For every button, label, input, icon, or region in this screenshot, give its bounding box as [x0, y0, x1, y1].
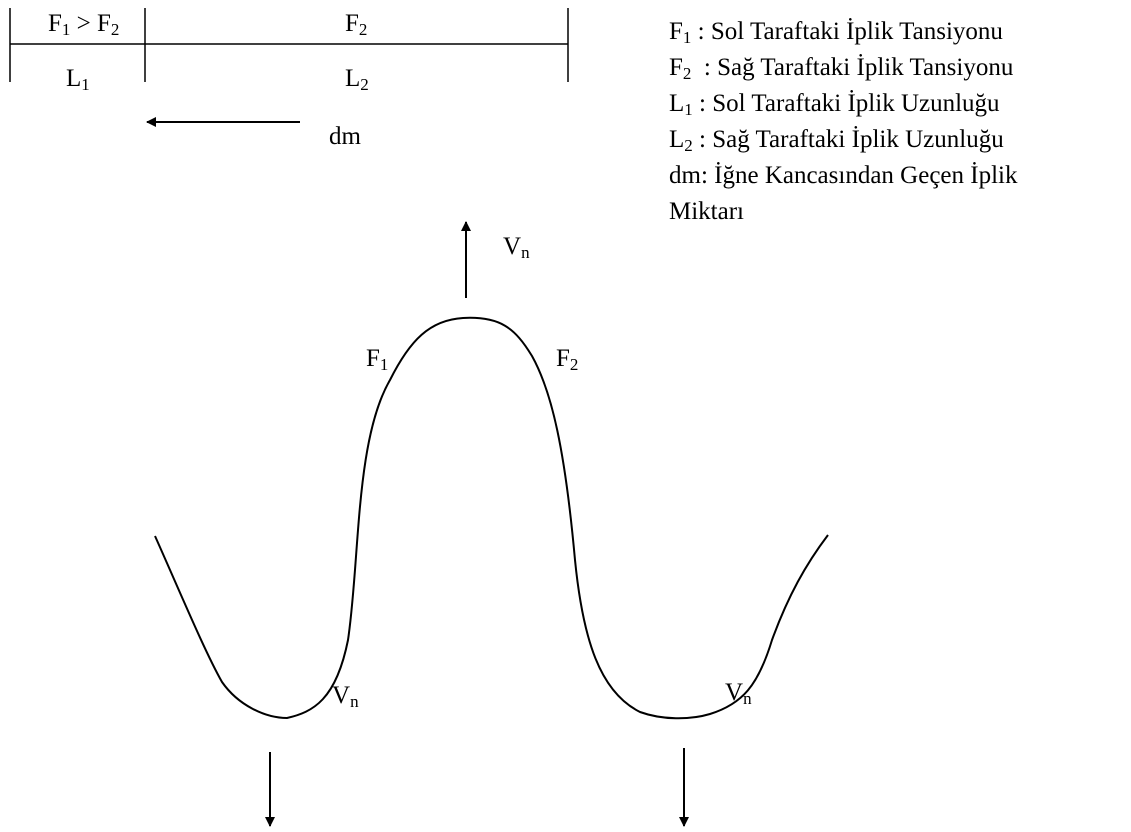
legend-item: L1 : Sol Taraftaki İplik Uzunluğu [669, 90, 1000, 119]
legend-item: dm: İğne Kancasından Geçen İplik [669, 162, 1018, 189]
dm-label: dm [329, 123, 361, 150]
legend: F1 : Sol Taraftaki İplik Tansiyonu F2 : … [669, 14, 1129, 230]
segment-left-tension-label: F1 > F2 [48, 10, 120, 39]
legend-item: F1 : Sol Taraftaki İplik Tansiyonu [669, 18, 1003, 47]
legend-item: Miktarı [669, 198, 744, 225]
right-velocity-label: Vn [725, 679, 752, 708]
right-tension-label: F2 [556, 345, 579, 374]
legend-item: L2 : Sağ Taraftaki İplik Uzunluğu [669, 126, 1004, 155]
left-velocity-label: Vn [332, 682, 359, 711]
top-velocity-label: Vn [503, 233, 530, 262]
left-tension-label: F1 [366, 345, 389, 374]
segment-right-length-label: L2 [345, 65, 369, 94]
legend-item: F2 : Sağ Taraftaki İplik Tansiyonu [669, 54, 1014, 83]
segment-left-length-label: L1 [66, 65, 90, 94]
segment-right-tension-label: F2 [345, 10, 368, 39]
yarn-loop-curve [154, 316, 829, 720]
